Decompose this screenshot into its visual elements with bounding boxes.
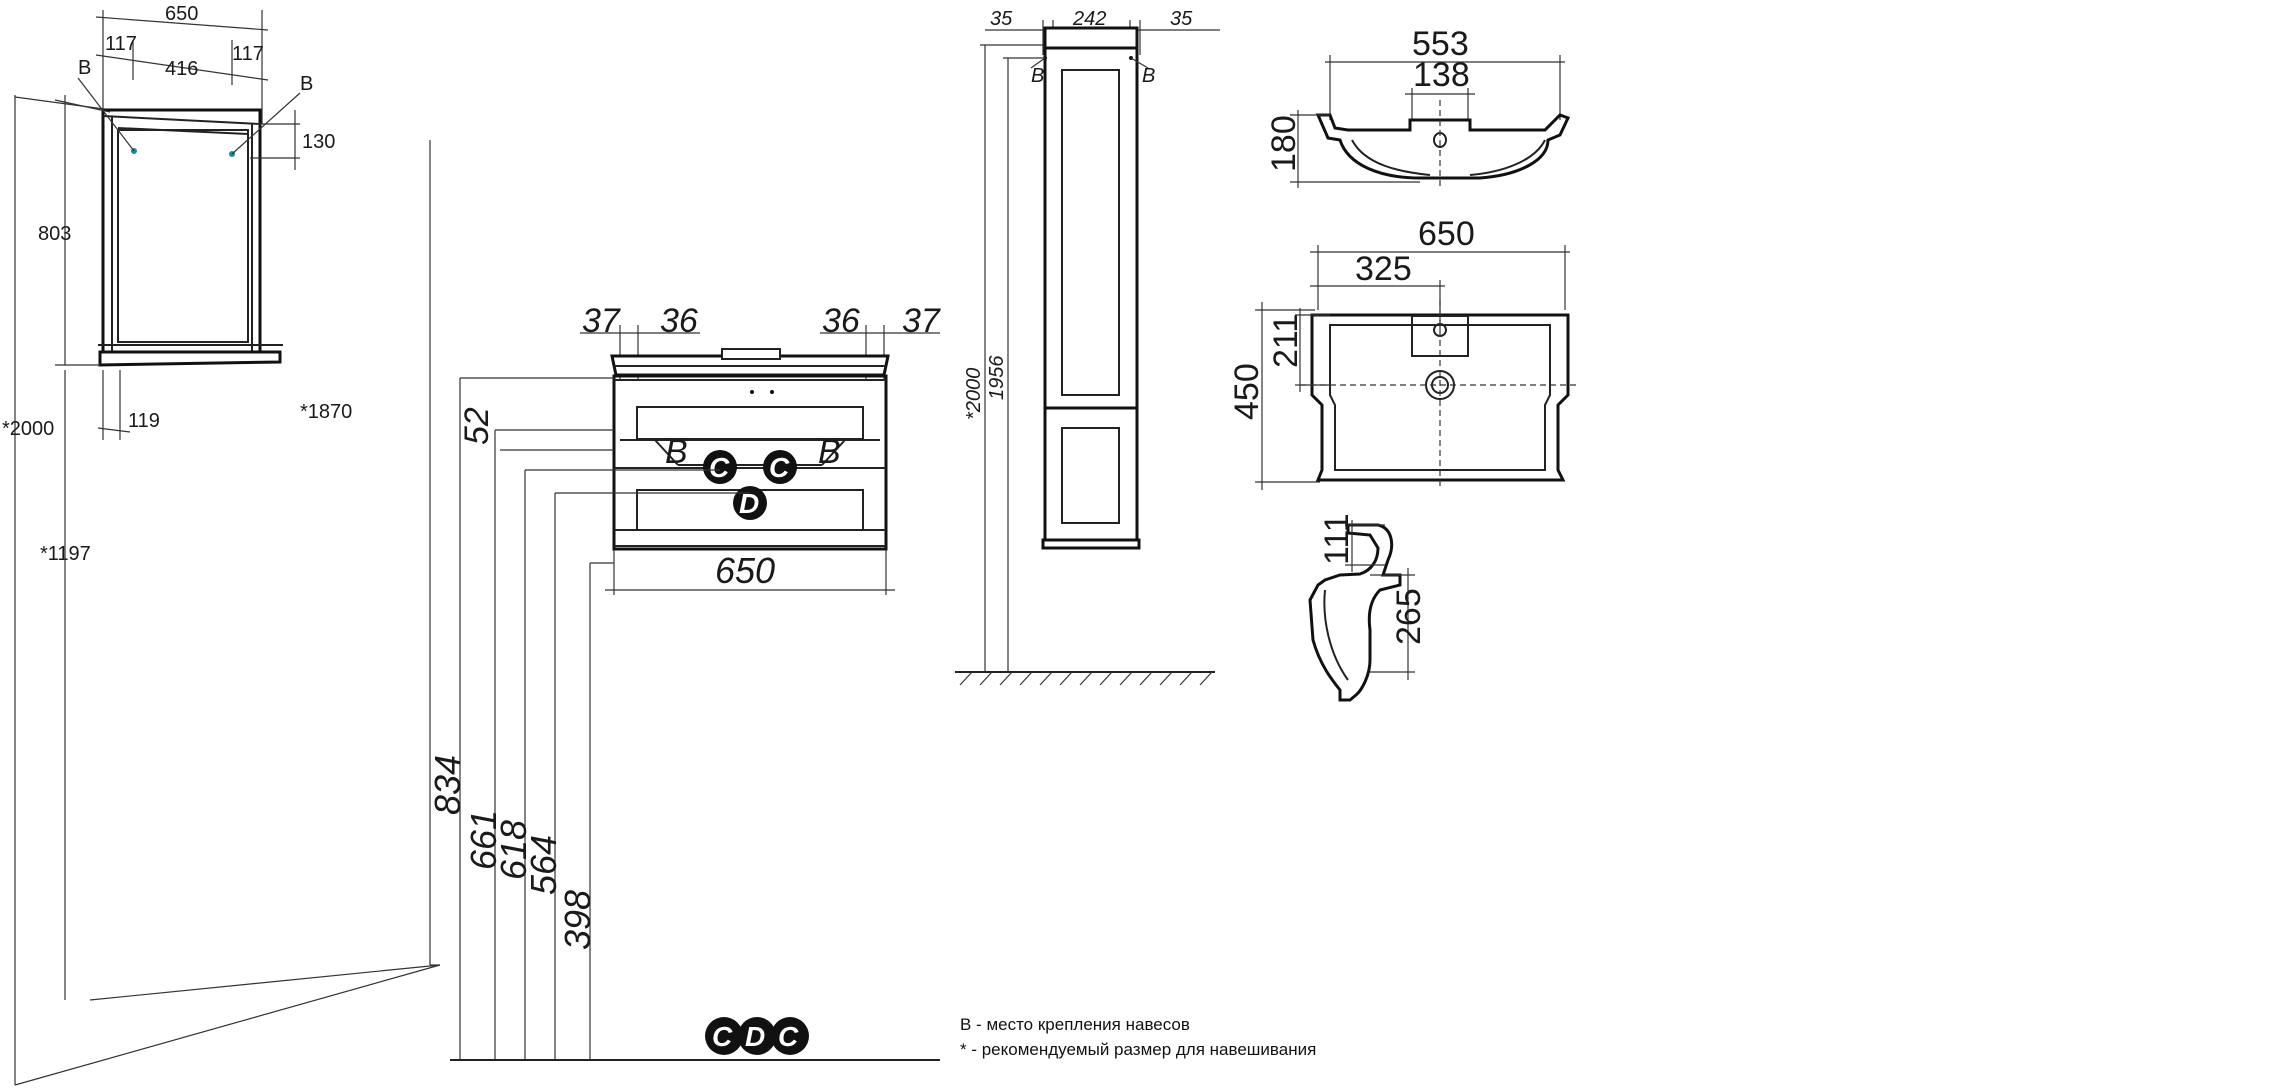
basin-front-width-label: 553 — [1412, 25, 1469, 63]
mirror-mount-right-label: B — [300, 73, 313, 95]
basin-top-depth-label: 450 — [1228, 363, 1266, 420]
svg-text:C: C — [778, 1021, 799, 1052]
vanity-gap-label: 52 — [458, 407, 496, 445]
vanity-view: 37 36 36 37 B B — [427, 302, 941, 1061]
basin-top-tap-depth-label: 211 — [1267, 314, 1305, 368]
basin-side-rim-label: 111 — [1318, 513, 1356, 565]
mirror-shelf-depth-label: 119 — [128, 410, 160, 432]
basin-side-height-label: 265 — [1390, 588, 1428, 645]
mirror-inner-span-label: 416 — [165, 58, 198, 80]
vanity-left-outer-label: 37 — [582, 302, 621, 340]
svg-text:D: D — [745, 1021, 765, 1052]
legend-badge-c-right: C — [771, 1017, 809, 1055]
vanity-right-inner-label: 36 — [822, 302, 860, 340]
column-mount-left-label: B — [1031, 65, 1044, 87]
basin-side-view: 111 265 — [1308, 513, 1428, 702]
vanity-connection-d: D — [733, 486, 767, 520]
vanity-h564-label: 564 — [523, 835, 564, 895]
column-mount-height-label: 1956 — [986, 355, 1008, 400]
vanity-connection-c-left: C — [703, 450, 737, 484]
column-right-margin-label: 35 — [1170, 8, 1193, 30]
column-view: 35 242 35 B B *2000 1956 — [955, 8, 1220, 686]
mirror-height-label: 803 — [38, 223, 71, 245]
svg-text:C: C — [709, 452, 730, 483]
column-mount-right-label: B — [1142, 65, 1155, 87]
mirror-top-floor-label: *1870 — [300, 401, 352, 423]
mirror-width-label: 650 — [165, 3, 198, 25]
mirror-top-band-label: 130 — [302, 131, 335, 153]
vanity-mount-left-label: B — [665, 433, 688, 471]
mirror-view: B B 650 117 416 117 130 803 119 *2000 *1… — [2, 3, 441, 1086]
column-total-height-label: *2000 — [963, 368, 985, 420]
svg-text:D: D — [739, 488, 759, 519]
vanity-h661-label: 661 — [463, 810, 504, 870]
mirror-total-height-label: *2000 — [2, 418, 54, 440]
legend-badge-d: D — [738, 1017, 776, 1055]
vanity-mount-right-label: B — [818, 433, 841, 471]
note-recommended-size: * - рекомендуемый размер для навешивания — [960, 1040, 1316, 1059]
note-mount-point: B - место крепления навесов — [960, 1015, 1190, 1034]
vanity-body — [610, 348, 890, 551]
mirror-left-offset-label: 117 — [105, 33, 137, 55]
vanity-connection-c-right: C — [763, 450, 797, 484]
column-width-label: 242 — [1072, 8, 1106, 30]
basin-front-height-label: 180 — [1265, 115, 1303, 172]
basin-front-view: 553 138 180 — [1265, 25, 1571, 190]
vanity-total-height-label: 834 — [427, 755, 468, 815]
vanity-right-outer-label: 37 — [902, 302, 941, 340]
basin-tap-width-label: 138 — [1413, 56, 1470, 94]
legend-badge-c-left: C — [705, 1017, 743, 1055]
svg-text:C: C — [769, 452, 790, 483]
basin-top-view: 650 325 211 450 — [1228, 215, 1580, 490]
vanity-left-inner-label: 36 — [660, 302, 698, 340]
vanity-h618-label: 618 — [493, 820, 534, 880]
floor-hatch — [959, 671, 1213, 686]
vanity-width-label: 650 — [715, 550, 775, 591]
svg-text:C: C — [712, 1021, 733, 1052]
basin-top-half-label: 325 — [1355, 250, 1412, 288]
mirror-frame — [98, 108, 283, 367]
basin-top-width-label: 650 — [1418, 215, 1475, 253]
vanity-h398-label: 398 — [557, 890, 598, 950]
mirror-mount-left-label: B — [78, 57, 91, 79]
mirror-right-offset-label: 117 — [232, 43, 264, 65]
column-left-margin-label: 35 — [990, 8, 1013, 30]
